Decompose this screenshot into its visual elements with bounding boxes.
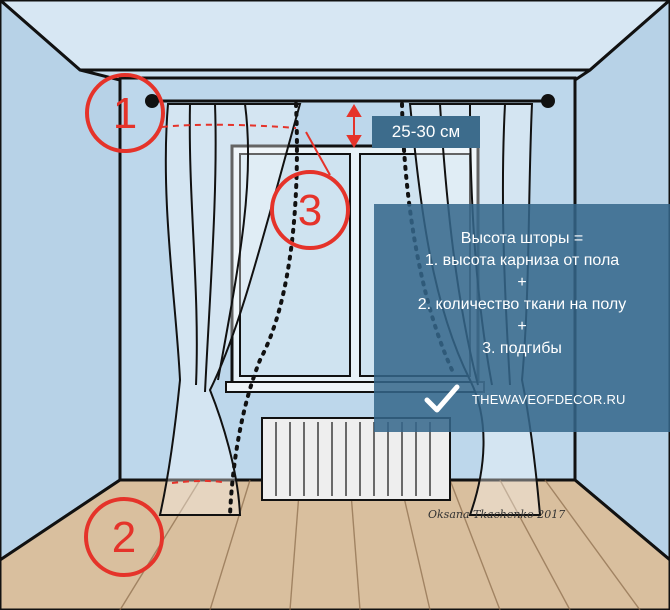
floor-boards — [119, 479, 641, 610]
artist-signature: Oksana Tkachenko 2017 — [428, 508, 566, 521]
marker-3-pointer — [305, 131, 331, 176]
formula-plus-2: + — [517, 318, 527, 335]
window-pane-left — [239, 153, 351, 377]
floor-guide — [171, 479, 223, 484]
formula-title: Высота шторы = — [460, 230, 584, 247]
formula-step-1: 1. высота карниза от пола — [424, 252, 620, 269]
marker-circle-3 — [270, 170, 350, 250]
marker-circle-2 — [84, 497, 164, 577]
hem-guide-top — [161, 123, 297, 129]
rod-finial-left — [145, 94, 159, 108]
rod-finial-right — [541, 94, 555, 108]
marker-circle-1 — [85, 73, 165, 153]
dimension-label: 25-30 см — [372, 116, 480, 148]
info-panel: Высота шторы = 1. высота карниза от пола… — [374, 204, 670, 432]
checkmark-icon — [424, 384, 460, 413]
formula-plus-1: + — [517, 274, 527, 291]
marker-1-label: 1 — [112, 89, 138, 138]
site-credit: THEWAVEOFDECOR.RU — [424, 384, 626, 414]
marker-2-label: 2 — [111, 513, 137, 562]
marker-3-label: 3 — [297, 186, 323, 235]
ceiling — [0, 0, 670, 72]
site-url: THEWAVEOFDECOR.RU — [472, 391, 626, 407]
floor — [0, 478, 670, 610]
formula-step-3: 3. подгибы — [482, 340, 562, 357]
formula-step-2: 2. количество ткани на полу — [417, 296, 627, 313]
dimension-arrow — [346, 104, 362, 148]
curtain-left — [158, 103, 302, 516]
